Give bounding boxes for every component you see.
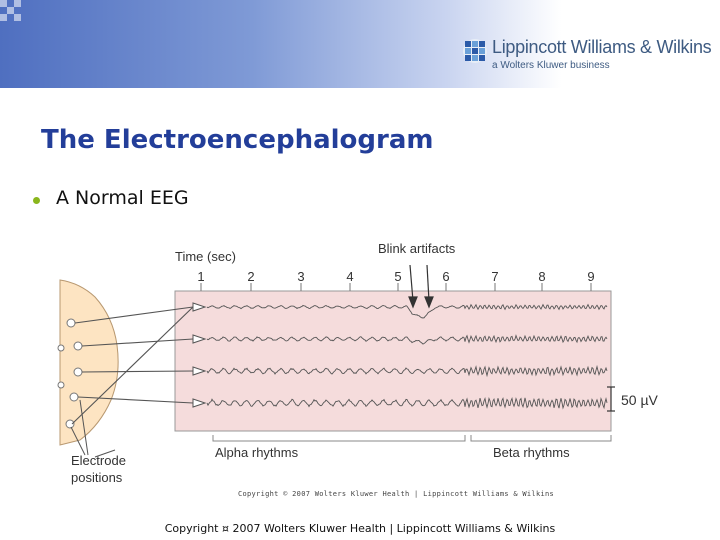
blink-artifacts-label: Blink artifacts xyxy=(378,241,456,256)
time-tick-label: 1 xyxy=(197,269,204,284)
electrode-dot xyxy=(69,392,79,402)
time-tick-label: 6 xyxy=(442,269,449,284)
beta-bracket xyxy=(470,435,612,442)
time-tick-label: 7 xyxy=(491,269,498,284)
electrode-dot xyxy=(73,367,83,377)
scale-bar xyxy=(607,386,615,412)
figure-copyright: Copyright © 2007 Wolters Kluwer Health |… xyxy=(238,490,555,498)
bullet-text: A Normal EEG xyxy=(56,187,189,209)
eeg-trace-line xyxy=(206,364,608,378)
slide-title: The Electroencephalogram xyxy=(41,125,434,155)
electrode-label-leaders xyxy=(70,399,116,458)
scale-label: 50 µV xyxy=(621,392,659,408)
eeg-trace-line xyxy=(206,334,608,345)
time-tick-marks xyxy=(200,283,592,291)
footer-copyright: Copyright ¤ 2007 Wolters Kluwer Health |… xyxy=(164,522,556,535)
electrode-leads xyxy=(71,306,194,425)
time-axis-label: Time (sec) xyxy=(175,249,236,264)
corner-checker-decoration xyxy=(0,0,22,22)
electrode-label-line2: positions xyxy=(71,470,123,485)
trace-panel xyxy=(174,290,612,432)
lww-logo-icon xyxy=(463,39,487,63)
publisher-logo: Lippincott Williams & Wilkins a Wolters … xyxy=(462,36,712,80)
eeg-diagram: Time (sec) 1 2 3 4 5 6 7 8 9 Blink artif… xyxy=(57,241,659,485)
time-tick-label: 8 xyxy=(538,269,545,284)
electrode-dot xyxy=(65,419,75,429)
header-band xyxy=(0,0,720,88)
electrode-dot xyxy=(57,381,65,389)
publisher-tagline: a Wolters Kluwer business xyxy=(492,60,610,71)
bullet-dot-icon xyxy=(33,197,40,204)
eeg-trace-line xyxy=(206,396,608,410)
time-tick-label: 9 xyxy=(587,269,594,284)
time-tick-labels: 1 2 3 4 5 6 7 8 9 xyxy=(197,269,594,284)
alpha-bracket xyxy=(212,435,466,442)
time-tick-label: 3 xyxy=(297,269,304,284)
time-tick-label: 2 xyxy=(247,269,254,284)
beta-rhythms-label: Beta rhythms xyxy=(493,445,570,460)
electrode-dot xyxy=(73,341,83,351)
electrode-dot xyxy=(57,344,65,352)
alpha-rhythms-label: Alpha rhythms xyxy=(215,445,299,460)
eeg-trace-line xyxy=(206,303,608,319)
publisher-name: Lippincott Williams & Wilkins xyxy=(492,37,712,57)
electrode-label-line1: Electrode xyxy=(71,453,126,468)
electrode-dot xyxy=(66,318,76,328)
eeg-figure: Time (sec) 1 2 3 4 5 6 7 8 9 Blink artif… xyxy=(55,235,675,490)
amplifier-markers xyxy=(192,302,207,408)
blink-arrows xyxy=(408,264,434,309)
eeg-traces xyxy=(206,303,608,410)
time-tick-label: 4 xyxy=(346,269,353,284)
time-tick-label: 5 xyxy=(394,269,401,284)
